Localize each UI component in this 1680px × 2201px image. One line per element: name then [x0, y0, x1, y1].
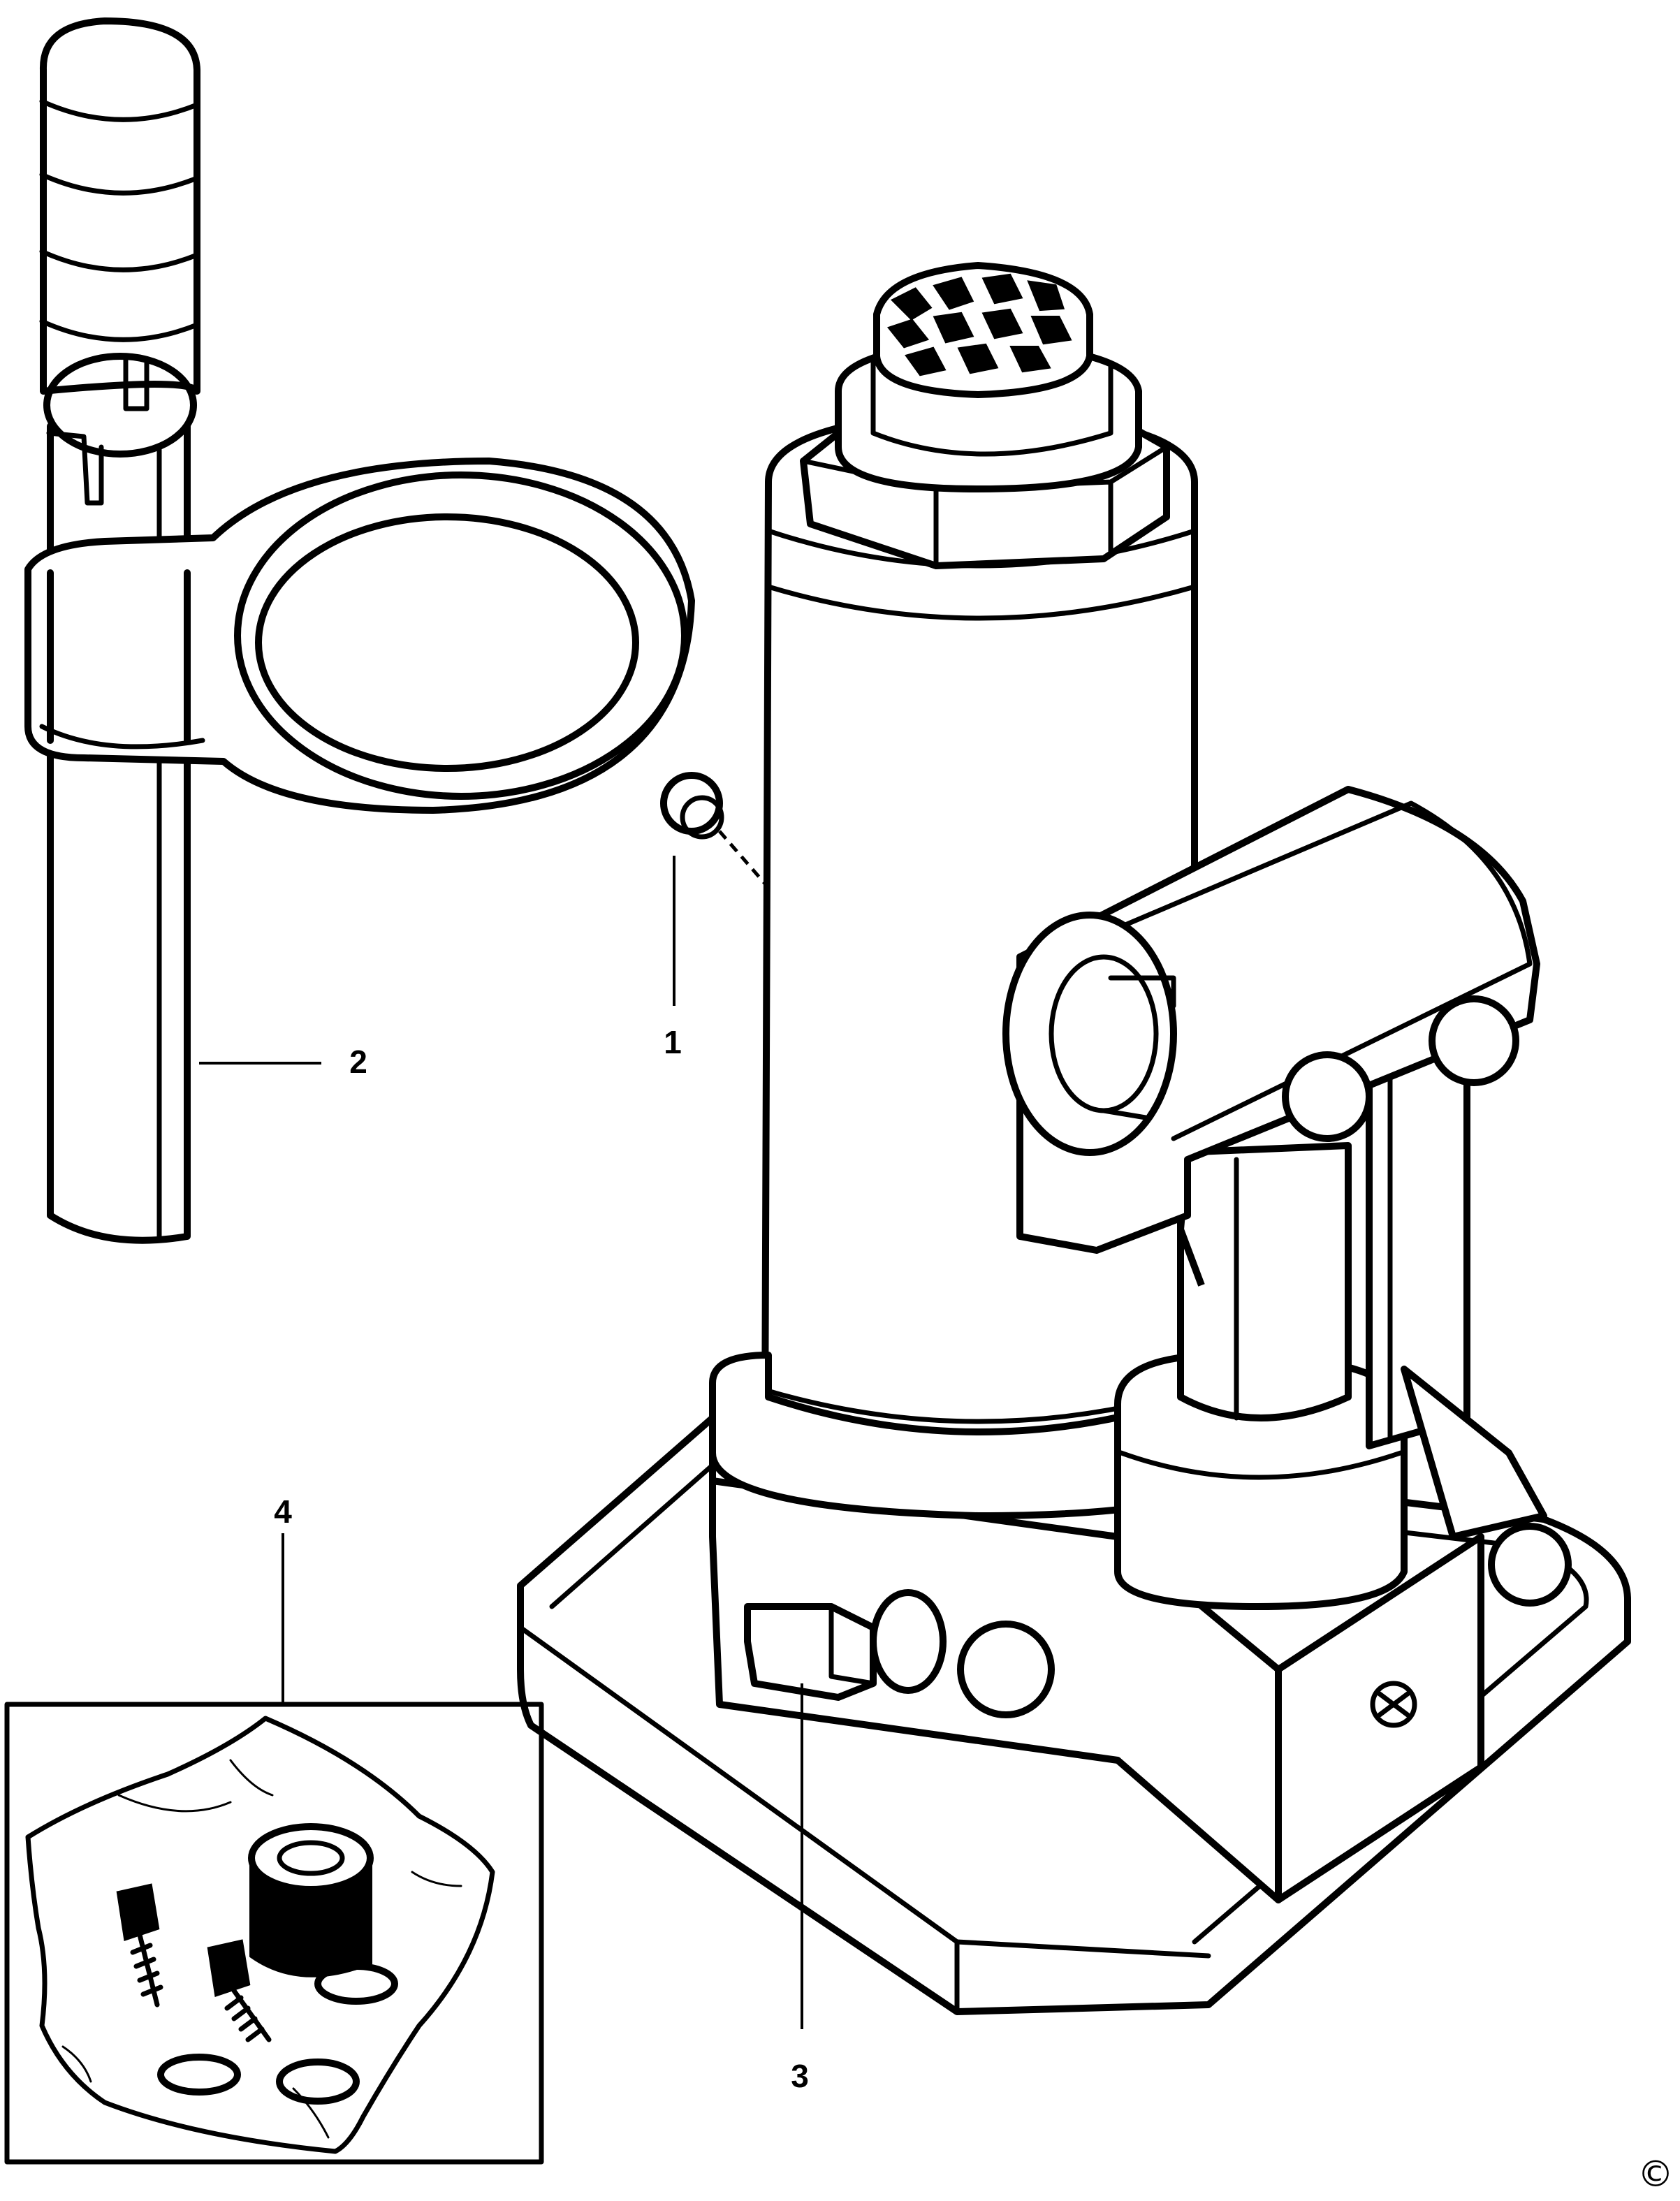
bottle-jack-body — [517, 262, 1631, 2015]
valve-screw — [660, 772, 766, 885]
callout-4: 4 — [274, 1493, 292, 1530]
callout-2: 2 — [349, 1044, 367, 1080]
release-valve — [744, 1589, 947, 1701]
leader-lines — [199, 856, 803, 2029]
copyright-symbol: © — [1637, 2154, 1674, 2195]
pump-handle — [24, 17, 695, 1244]
seal-kit-box — [4, 1702, 544, 2165]
callout-3: 3 — [791, 2058, 809, 2094]
saddle-teeth — [886, 273, 1072, 376]
callout-1: 1 — [664, 1024, 682, 1060]
handle-socket — [1002, 786, 1540, 1254]
